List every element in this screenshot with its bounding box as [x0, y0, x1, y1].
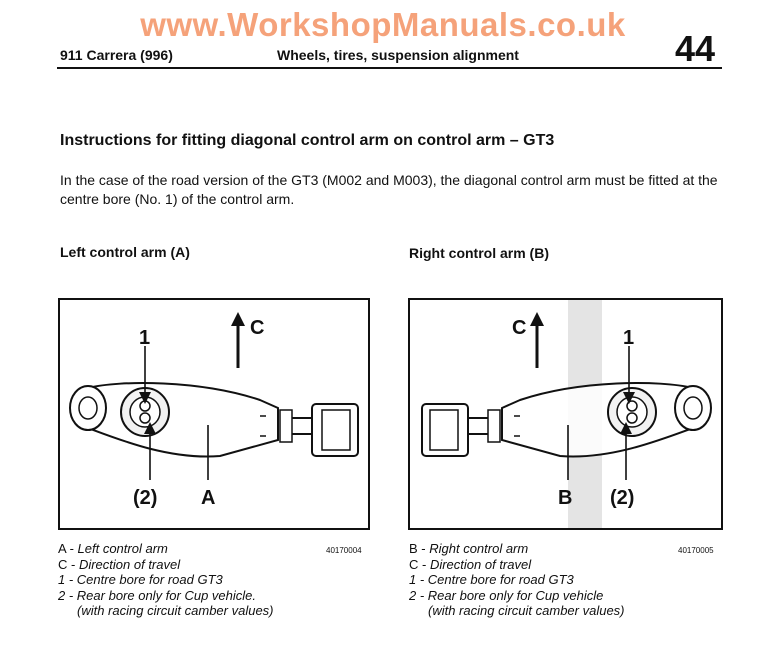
- legend-item: C - Direction of travel: [409, 556, 532, 572]
- label-arm: B: [558, 487, 572, 509]
- right-figure-code: 40170005: [678, 546, 714, 555]
- legend-item: 2 - Rear bore only for Cup vehicle.: [58, 587, 256, 603]
- label-bore2: (2): [133, 487, 157, 509]
- left-figure-code: 40170004: [326, 546, 362, 555]
- right-control-arm-figure: C 1 (2) B: [408, 298, 723, 530]
- label-bore2: (2): [610, 487, 634, 509]
- left-legend: A - Left control arm C - Direction of tr…: [58, 541, 274, 619]
- legend-item: 1 - Centre bore for road GT3: [58, 572, 223, 587]
- control-arm-body: [87, 382, 279, 458]
- legend-item: A - Left control arm: [58, 541, 168, 556]
- watermark: www.WorkshopManuals.co.uk: [140, 6, 626, 43]
- rear-bore: [626, 412, 638, 424]
- rear-bore: [139, 412, 151, 424]
- left-control-arm-figure: C 1 (2) A: [58, 298, 370, 530]
- legend-item: B - Right control arm: [409, 541, 529, 556]
- header-section: Wheels, tires, suspension alignment: [277, 47, 519, 63]
- header-rule: [57, 67, 722, 69]
- centre-bore: [626, 400, 638, 412]
- header-model: 911 Carrera (996): [60, 47, 173, 63]
- right-legend: B - Right control arm C - Direction of t…: [409, 541, 625, 619]
- label-bore1: 1: [623, 327, 634, 349]
- label-travel: C: [512, 317, 526, 339]
- control-arm-body: [501, 382, 694, 458]
- page-title: Instructions for fitting diagonal contro…: [60, 132, 555, 149]
- right-figure-heading: Right control arm (B): [409, 245, 549, 261]
- legend-item: 2 - Rear bore only for Cup vehicle: [409, 587, 604, 603]
- label-bore1: 1: [139, 327, 150, 349]
- legend-note: (with racing circuit camber values): [428, 603, 625, 618]
- legend-item: C - Direction of travel: [58, 556, 181, 572]
- intro-paragraph: In the case of the road version of the G…: [60, 172, 718, 207]
- legend-item: 1 - Centre bore for road GT3: [409, 572, 574, 587]
- label-arm: A: [201, 487, 215, 509]
- left-figure-heading: Left control arm (A): [60, 244, 190, 260]
- legend-note: (with racing circuit camber values): [77, 603, 274, 618]
- page-number: 44: [675, 28, 716, 69]
- label-travel: C: [250, 317, 264, 339]
